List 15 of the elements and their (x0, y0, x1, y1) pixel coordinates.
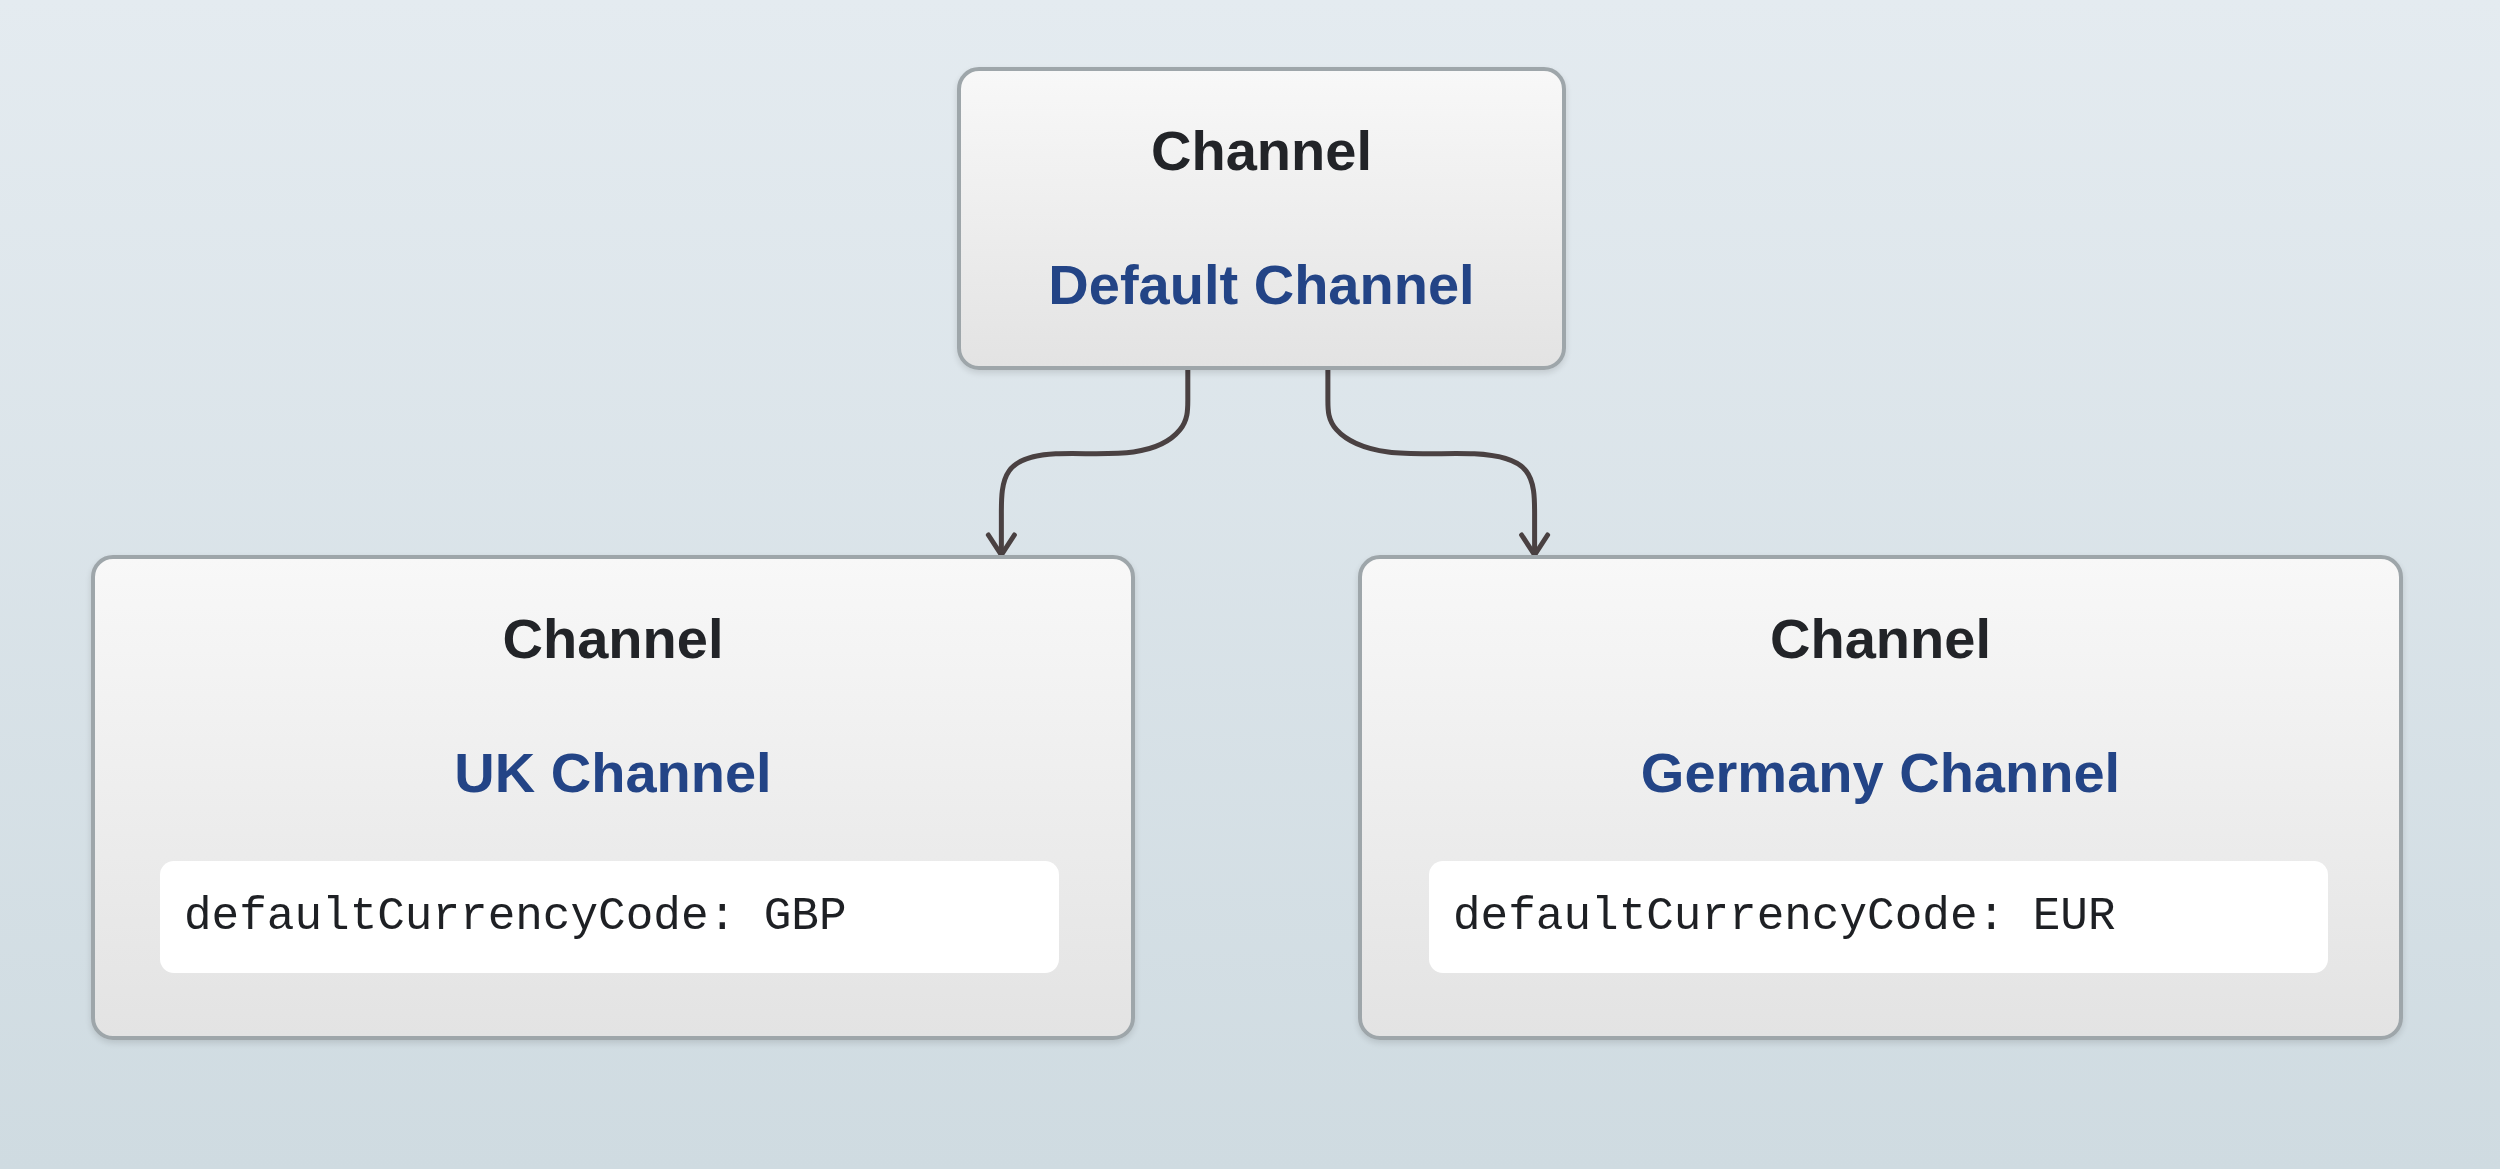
channel-card (91, 555, 1135, 1040)
arrow (1325, 370, 1551, 558)
entity-type-label: Channel (501, 606, 725, 672)
channel-name: UK Channel (453, 740, 773, 806)
code-text: defaultCurrencyCode: EUR (1453, 891, 2116, 943)
entity-type-label: Channel (1769, 606, 1992, 672)
code-text: defaultCurrencyCode: GBP (184, 891, 847, 943)
channel-name: Default Channel (1047, 252, 1476, 318)
entity-type-label: Channel (1150, 118, 1373, 184)
channel-name: Germany Channel (1639, 740, 2122, 806)
code-field (160, 861, 1059, 973)
channel-card (1358, 555, 2403, 1040)
arrow (985, 370, 1191, 558)
channel-card (957, 67, 1566, 370)
code-field (1429, 861, 2328, 973)
